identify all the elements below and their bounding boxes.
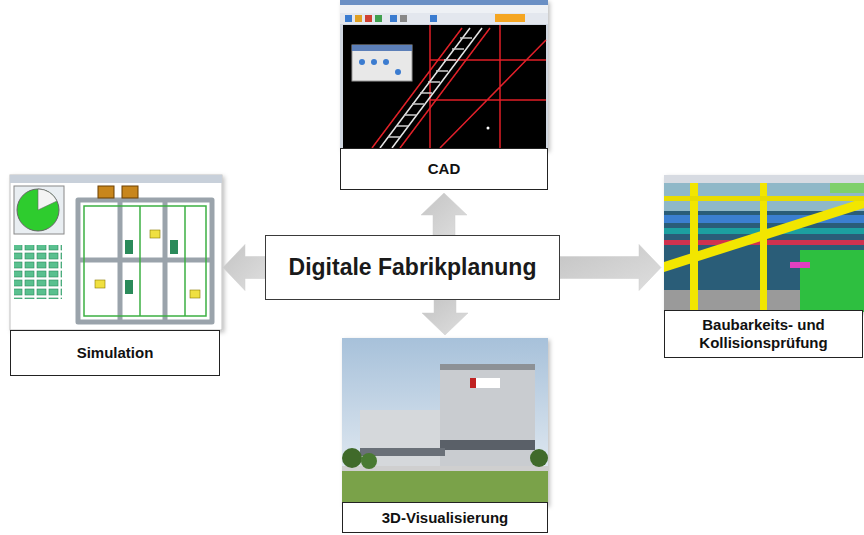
pie-slice (38, 189, 57, 210)
workpiece (190, 290, 200, 298)
caption-label: CAD (420, 158, 469, 180)
caption-label: Simulation (69, 342, 162, 364)
pie-chart (17, 189, 59, 231)
dialog-window (352, 45, 412, 81)
workpiece (95, 280, 105, 288)
caption-box: Baubarkeits- und Kollisionsprüfung (664, 310, 863, 358)
building-low-part (360, 410, 445, 468)
title-bar (10, 175, 222, 183)
statistics-panel (14, 186, 64, 234)
transport-paths (84, 206, 206, 316)
dialog-icon (371, 59, 377, 65)
machine-block (98, 186, 114, 198)
magenta-part (790, 262, 810, 268)
workpiece (150, 230, 160, 238)
toolbar (340, 13, 548, 24)
cad-screenshot (340, 0, 548, 150)
simulation-screenshot (10, 175, 222, 330)
yellow-column (690, 183, 698, 312)
roof-edge (440, 364, 535, 370)
yellow-column (760, 183, 767, 312)
block-arrow (560, 245, 661, 291)
toolbar-icon (345, 15, 352, 22)
toolbar-icon (390, 15, 397, 22)
window-frame (10, 175, 222, 330)
collision-check-screenshot (664, 175, 864, 312)
block-arrow (421, 193, 467, 235)
tree (361, 453, 377, 469)
block-arrow (422, 300, 468, 335)
toolbar-icon (400, 15, 407, 22)
topic-label: Digitale Fabrikplanung (289, 254, 537, 281)
toolbar-icon (375, 15, 382, 22)
company-logo (470, 378, 500, 388)
dialog-title (352, 45, 412, 51)
cad-canvas (343, 25, 546, 148)
floor (664, 290, 800, 312)
dialog-icon (359, 59, 365, 65)
tool-panel: Simulation (10, 175, 220, 376)
company-logo-mark (470, 378, 476, 388)
conveyor-layout (78, 200, 212, 322)
tool-panel: Baubarkeits- und Kollisionsprüfung (664, 175, 863, 358)
menu-bar (340, 5, 548, 13)
tree (530, 449, 548, 467)
window-frame (340, 0, 548, 150)
caption-box: Simulation (10, 330, 220, 376)
building-render (342, 338, 548, 505)
tool-panel: 3D-Visualisierung (342, 338, 548, 533)
central-topic-box: Digitale Fabrikplanung (265, 235, 560, 300)
block-arrow (223, 245, 265, 291)
dialog-icon (383, 59, 389, 65)
dialog-icon (395, 69, 401, 75)
station (170, 240, 178, 254)
sky (342, 338, 548, 505)
building-tower (440, 368, 535, 468)
caption-label: Baubarkeits- und Kollisionsprüfung (665, 314, 862, 354)
tree (342, 448, 362, 468)
caption-label: 3D-Visualisierung (374, 507, 516, 529)
green-equipment (800, 250, 864, 312)
frame-lines (430, 25, 546, 148)
toolbar-highlight (495, 14, 525, 22)
scene-background (664, 175, 864, 312)
lawn (342, 471, 548, 505)
caption-box: 3D-Visualisierung (342, 502, 548, 533)
yellow-beam (664, 196, 864, 201)
machine-block (122, 186, 138, 198)
toolbar-icon (430, 15, 437, 22)
window-band (440, 440, 535, 450)
caption-box: CAD (340, 148, 548, 190)
station-grid (14, 245, 62, 299)
toolbar-icon (365, 15, 372, 22)
station (125, 240, 133, 254)
tool-panel: CAD (340, 0, 548, 190)
green-duct (830, 183, 864, 193)
cursor-dot (487, 127, 490, 130)
toolbar-icon (355, 15, 362, 22)
window-toolbar (664, 175, 864, 183)
title-bar (340, 0, 548, 5)
station (125, 280, 133, 294)
